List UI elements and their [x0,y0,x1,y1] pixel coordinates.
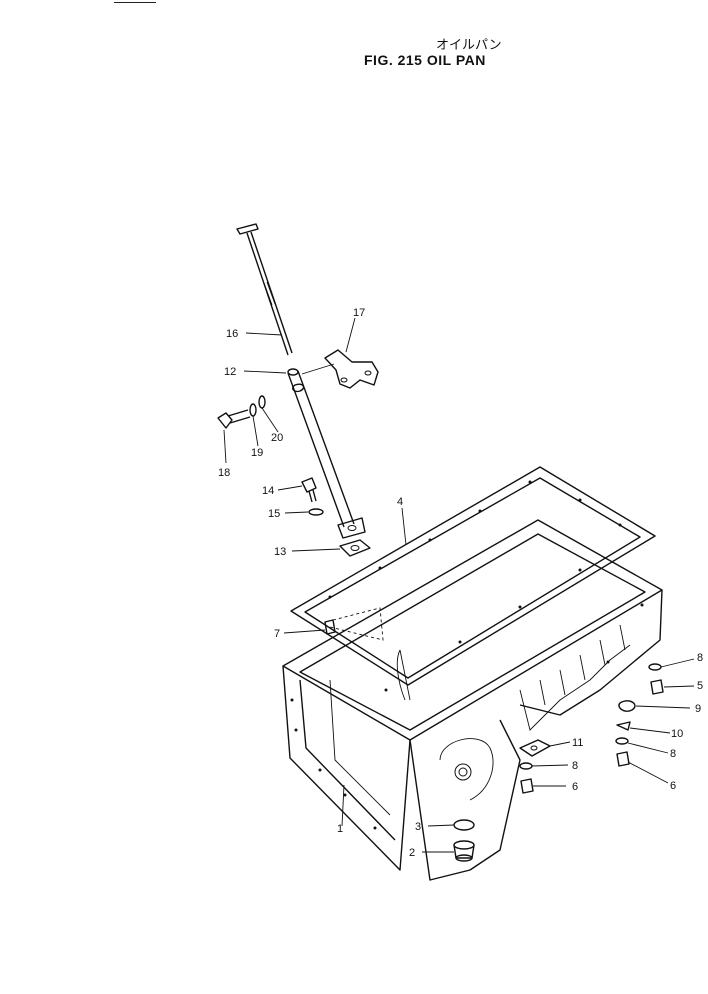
bolt-assembly-13-15 [301,477,371,557]
callout-14: 14 [262,485,274,497]
callout-8-b: 8 [670,748,676,760]
figure-title-japanese: オイルパン [436,38,502,53]
callout-6-b: 6 [572,781,578,793]
callout-4: 4 [397,496,403,508]
callout-16: 16 [226,328,238,340]
oil-pan-gasket [290,466,656,686]
callout-1: 1 [337,823,343,835]
callout-11: 11 [572,737,583,749]
bracket [301,349,379,389]
callout-8-a: 8 [697,652,703,664]
dipstick [236,223,293,356]
dipstick-guide-tube [287,368,366,539]
callout-17: 17 [353,307,365,319]
callout-15: 15 [268,508,280,520]
drain-plug-assembly [453,819,475,862]
callout-20: 20 [271,432,283,444]
callout-13: 13 [274,546,286,558]
corner-mark [114,2,156,3]
callout-7: 7 [274,628,280,640]
bolt-7 [324,607,384,641]
callout-12: 12 [224,366,236,378]
callout-2: 2 [409,847,415,859]
callout-18: 18 [218,467,230,479]
callout-10: 10 [671,728,683,740]
oil-pan [282,519,663,881]
callout-9: 9 [695,703,701,715]
clamp-assembly-11 [519,739,551,794]
callout-5-a: 5 [697,680,703,692]
leader-lines [223,317,695,853]
right-hardware [615,663,664,767]
callout-19: 19 [251,447,263,459]
callout-3: 3 [415,821,421,833]
bolt-assembly-18-20 [217,395,266,429]
callout-8-c: 8 [572,760,578,772]
figure-title: FIG. 215 OIL PAN [364,52,486,68]
callout-6-a: 6 [670,780,676,792]
callout-labels: 16 17 12 20 19 18 14 15 13 4 7 8 5 9 10 … [218,307,703,859]
